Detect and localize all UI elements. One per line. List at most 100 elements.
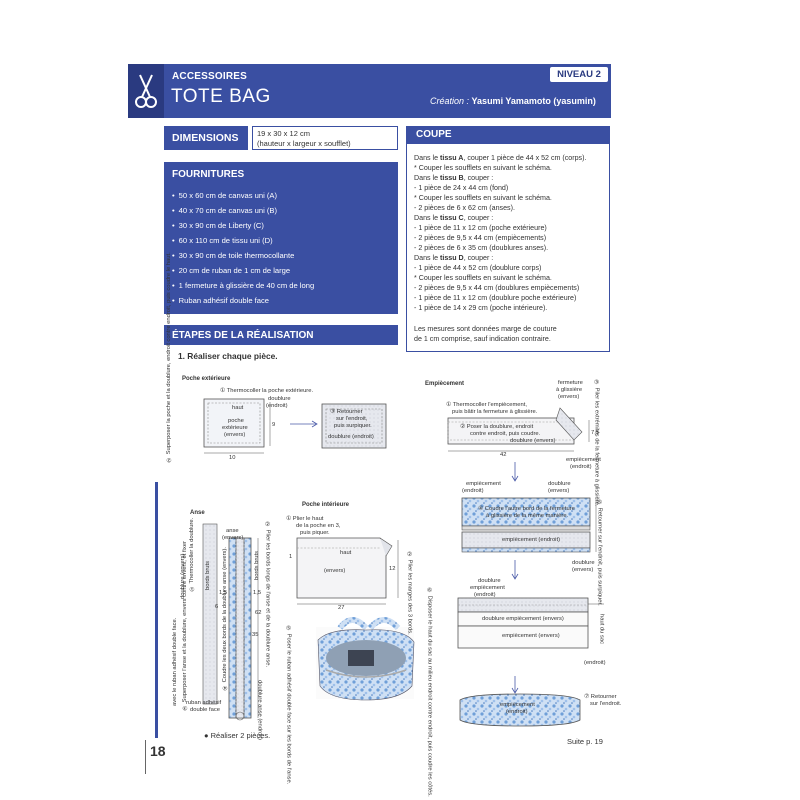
realiser-note: ● Réaliser 2 pièces. (204, 731, 271, 740)
label: anse (226, 528, 239, 534)
label: empiècement (566, 457, 601, 463)
anse-step5: ⑤ Poser le ruban adhésif double face sur… (285, 626, 292, 785)
poche-int-title: Poche intérieure (302, 502, 350, 508)
side-rule (155, 482, 158, 738)
coupe-line: * Couper les soufflets en suivant le sch… (414, 274, 552, 282)
dim-label: 1 (289, 554, 293, 560)
label: empiècement (500, 702, 535, 708)
poche-exterieure-diagram (203, 398, 387, 454)
poche-ext-title: Poche extérieure (182, 376, 231, 382)
poche-ext-step2: ② Superposer la poche et la doublure, en… (166, 252, 172, 462)
label: à glissière de la même manière. (486, 513, 569, 519)
dim-label: 12 (389, 566, 396, 572)
dim-label: 10 (229, 455, 236, 461)
fourniture-item: 60 x 110 cm de tissu uni (D) (172, 236, 273, 245)
empiecement-diagram (447, 407, 604, 727)
anse-step1: ① Thermocoller la doublure. (189, 517, 195, 591)
poche-int-step2: ② Plier les marges des 3 bords. (406, 552, 413, 635)
label: (endroit) (570, 464, 592, 470)
fourniture-item: 1 fermeture à glissière de 40 cm de long (172, 281, 315, 290)
label: sur l'endroit, (336, 416, 368, 422)
creator-line: Création : Yasumi Yamamoto (yasumin) (430, 96, 596, 106)
coupe-line: - 2 pièces de 6 x 35 cm (doublures anses… (414, 244, 549, 252)
page-title: TOTE BAG (171, 86, 271, 107)
anse-step4: ④ Coudre les deux bords de la doublure a… (222, 547, 228, 690)
etapes-title: ÉTAPES DE LA RÉALISATION (172, 330, 314, 341)
header-banner (128, 64, 611, 118)
coupe-line: Dans le tissu A, couper 1 pièce de 44 x … (414, 154, 587, 162)
dim-label: 7,5 (591, 430, 600, 436)
empiecement-step5: ⑤ Retourner sur l'endroit, puis surpique… (596, 500, 603, 606)
label: doublure empiècement (envers) (482, 616, 564, 622)
coupe-line: Dans le tissu C, couper : (414, 214, 494, 222)
label: (endroit) (474, 592, 496, 598)
label: extérieure (222, 425, 248, 431)
dim-label: 9 (272, 422, 276, 428)
coupe-line: - 1 pièce de 14 x 29 cm (poche intérieur… (414, 304, 548, 312)
label: (endroit) (584, 660, 606, 666)
empiecement-step7: ⑦ Retourner (584, 694, 617, 700)
coupe-line: - 2 pièces de 6 x 62 cm (anses). (414, 204, 515, 212)
empiecement-step2: ② Poser la doublure, endroit (460, 424, 534, 430)
label: (envers) (558, 394, 580, 400)
scissors-icon (135, 74, 157, 108)
anse-step2: ② Plier les bords longs de l'anse et de … (264, 522, 271, 668)
poche-ext-step3: ③ Retourner (330, 409, 363, 415)
coupe-note: de 1 cm comprise, sauf indication contra… (414, 335, 551, 343)
label: (envers) (222, 535, 244, 541)
label: empiècement (envers) (502, 633, 560, 639)
dim-label: 62 (255, 610, 262, 616)
label: sur l'endroit. (590, 701, 622, 707)
label: fermeture (558, 380, 583, 386)
label: puis surpiquer. (334, 423, 372, 429)
label: bords bruts (205, 561, 211, 590)
empiecement-step1: ① Thermocoller l'empiècement, (446, 402, 527, 408)
label: de la poche en 3, (296, 523, 341, 529)
empiecement-step3: ③ Piler les extrémités de la fermeture à… (593, 380, 600, 507)
empiecement-step6: ⑥ Disposer le haut du sac au milieu endr… (426, 588, 433, 797)
dimensions-value: 19 x 30 x 12 cm (hauteur x largeur x sou… (252, 126, 398, 150)
page-rule (145, 740, 146, 774)
coupe-header (406, 126, 610, 144)
continued-link[interactable]: Suite p. 19 (567, 737, 603, 746)
label: haut (232, 405, 244, 411)
label: contre endroit, puis coudre. (470, 431, 541, 437)
coupe-line: - 2 pièces de 9,5 x 44 cm (empiècements) (414, 234, 547, 242)
label: empiècement (466, 481, 501, 487)
label: puis bâtir la fermeture à glissière. (452, 409, 538, 415)
coupe-line: * Couper les soufflets en suivant le sch… (414, 194, 552, 202)
poche-interieure-diagram (296, 537, 399, 605)
coupe-line: - 1 pièce de 11 x 12 cm (doublure poche … (414, 294, 577, 302)
coupe-title: COUPE (416, 129, 452, 140)
fourniture-item: 20 cm de ruban de 1 cm de large (172, 266, 290, 275)
step-heading: 1. Réaliser chaque pièce. (178, 351, 278, 361)
anse-title: Anse (190, 510, 205, 516)
coupe-line: - 1 pièce de 11 x 12 cm (poche extérieur… (414, 224, 547, 232)
label: avec le ruban adhésif double face. (172, 617, 178, 706)
fourniture-item: Ruban adhésif double face (172, 296, 269, 305)
coupe-line: * Couper les soufflets en suivant le sch… (414, 164, 552, 172)
coupe-line: - 1 pièce de 44 x 52 cm (doublure corps) (414, 264, 542, 272)
dim-label: 42 (500, 452, 507, 458)
empiecement-title: Empiècement (425, 381, 465, 387)
poche-int-step1: ① Plier le haut (286, 516, 324, 522)
dim-label: 1,5 (219, 590, 228, 596)
label: puis piquer. (300, 530, 330, 536)
dimensions-size: 19 x 30 x 12 cm (257, 129, 310, 138)
label: doublure (548, 481, 571, 487)
fourniture-item: 40 x 70 cm de canvas uni (B) (172, 206, 277, 215)
label: à glissière (556, 387, 583, 393)
empiecement-step4: ④ Coudre l'autre bord de la fermeture (478, 506, 575, 512)
creator-name: Yasumi Yamamoto (yasumin) (471, 96, 596, 106)
category-label: ACCESSOIRES (172, 71, 247, 82)
label: (envers) (224, 432, 246, 438)
coupe-line: Dans le tissu D, couper : (414, 254, 494, 262)
label: doublure (478, 578, 501, 584)
label: bords bruts (254, 551, 260, 580)
label: empiècement (endroit) (502, 537, 560, 543)
label: doublure (268, 396, 291, 402)
label: poche (228, 418, 244, 424)
label: empiècement (470, 585, 505, 591)
dim-label: 27 (338, 605, 345, 611)
